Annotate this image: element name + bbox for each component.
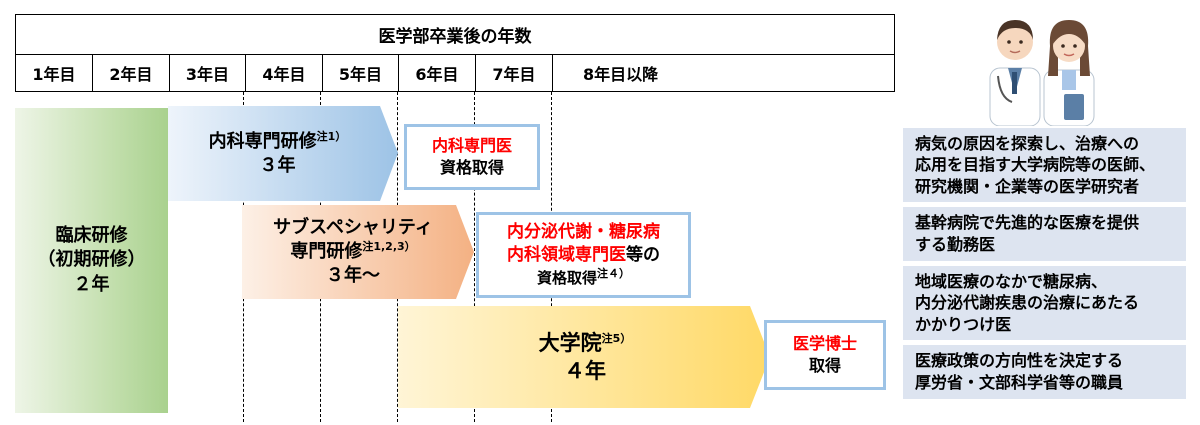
subspecialty-years: ３年〜 [326,265,380,287]
endocrine-line2-black: 等の [626,245,660,266]
phd-box: 医学博士 取得 [764,320,886,390]
endocrine-specialist-box: 内分泌代謝・糖尿病 内科領域専門医等の 資格取得注４） [476,212,691,298]
graduate-arrow [398,306,770,408]
internal-training-text: 内科専門研修注1） ３年 [175,108,380,200]
year-5: 5年目 [323,55,399,91]
career-box-researcher: 病気の原因を探索し、治療への 応用を目指す大学病院等の医師、 研究機関・企業等の… [903,128,1186,202]
internal-training-title: 内科専門研修 [208,130,317,152]
year-2: 2年目 [93,55,170,91]
graduate-years: ４年 [564,359,606,383]
subspecialty-title: サブスペシャリティ [273,216,433,238]
career-text: する勤務医 [915,235,996,254]
endocrine-line1: 内分泌代謝・糖尿病 [507,222,660,243]
year-row: 1年目 2年目 3年目 4年目 5年目 6年目 7年目 8年目以降 [15,54,895,92]
graduate-text: 大学院注5） ４年 [420,308,750,406]
internal-training-arrow [168,106,398,201]
subspecialty-title-2: 専門研修 [290,240,363,262]
clinical-training-years: ２年 [73,273,110,295]
clinical-training-label: 臨床研修 [55,225,128,247]
internal-training-years: ３年 [259,155,296,176]
career-text: 応用を目指す大学病院等の医師、 [915,155,1156,175]
internal-specialist-title: 内科専門医 [431,136,512,156]
year-divider [474,92,475,422]
career-box-hospital-doctor: 基幹病院で先進的な医療を提供 する勤務医 [903,207,1186,261]
subspecialty-note: 注1,2,3） [362,239,416,253]
timeline-header-title: 医学部卒業後の年数 [15,14,895,54]
career-box-family-doctor: 地域医療のなかで糖尿病、 内分泌代謝疾患の治療にあたる かかりつけ医 [903,266,1186,340]
career-text: 地域医療のなかで糖尿病、 [915,271,1108,291]
career-text: 病気の原因を探索し、治療への [915,133,1140,153]
career-text: 内分泌代謝疾患の治療にあたる [915,293,1140,313]
year-1: 1年目 [16,55,93,91]
clinical-training-sub: （初期研修） [37,249,146,271]
subspecialty-text: サブスペシャリティ 専門研修注1,2,3） ３年〜 [248,206,458,298]
career-box-government: 医療政策の方向性を決定する 厚労省・文部科学省等の職員 [903,345,1186,399]
year-7: 7年目 [476,55,553,91]
year-3: 3年目 [170,55,246,91]
career-text: 厚労省・文部科学省等の職員 [915,373,1124,392]
career-text: かかりつけ医 [915,314,1012,334]
career-text: 医療政策の方向性を決定する [915,351,1124,371]
clinical-training-bar: 臨床研修 （初期研修） ２年 [15,108,168,413]
phd-title: 医学博士 [792,334,857,354]
endocrine-note: 注４） [597,267,630,281]
internal-specialist-sub: 資格取得 [439,158,504,177]
career-text: 研究機関・企業等の医学研究者 [915,176,1140,196]
doctors-illustration [989,20,1095,126]
endocrine-line3: 資格取得 [536,269,597,288]
internal-specialist-box: 内科専門医 資格取得 [404,124,540,190]
graduate-title: 大学院 [538,330,602,355]
year-4: 4年目 [246,55,323,91]
career-text: 基幹病院で先進的な医療を提供 [915,213,1140,233]
phd-sub: 取得 [808,356,841,375]
year-6: 6年目 [399,55,476,91]
internal-training-note: 注1） [316,129,347,143]
subspecialty-arrow [242,205,474,299]
endocrine-line2-red: 内科領域専門医 [507,245,626,266]
graduate-note: 注5） [601,331,632,345]
year-8-plus: 8年目以降 [583,65,659,84]
